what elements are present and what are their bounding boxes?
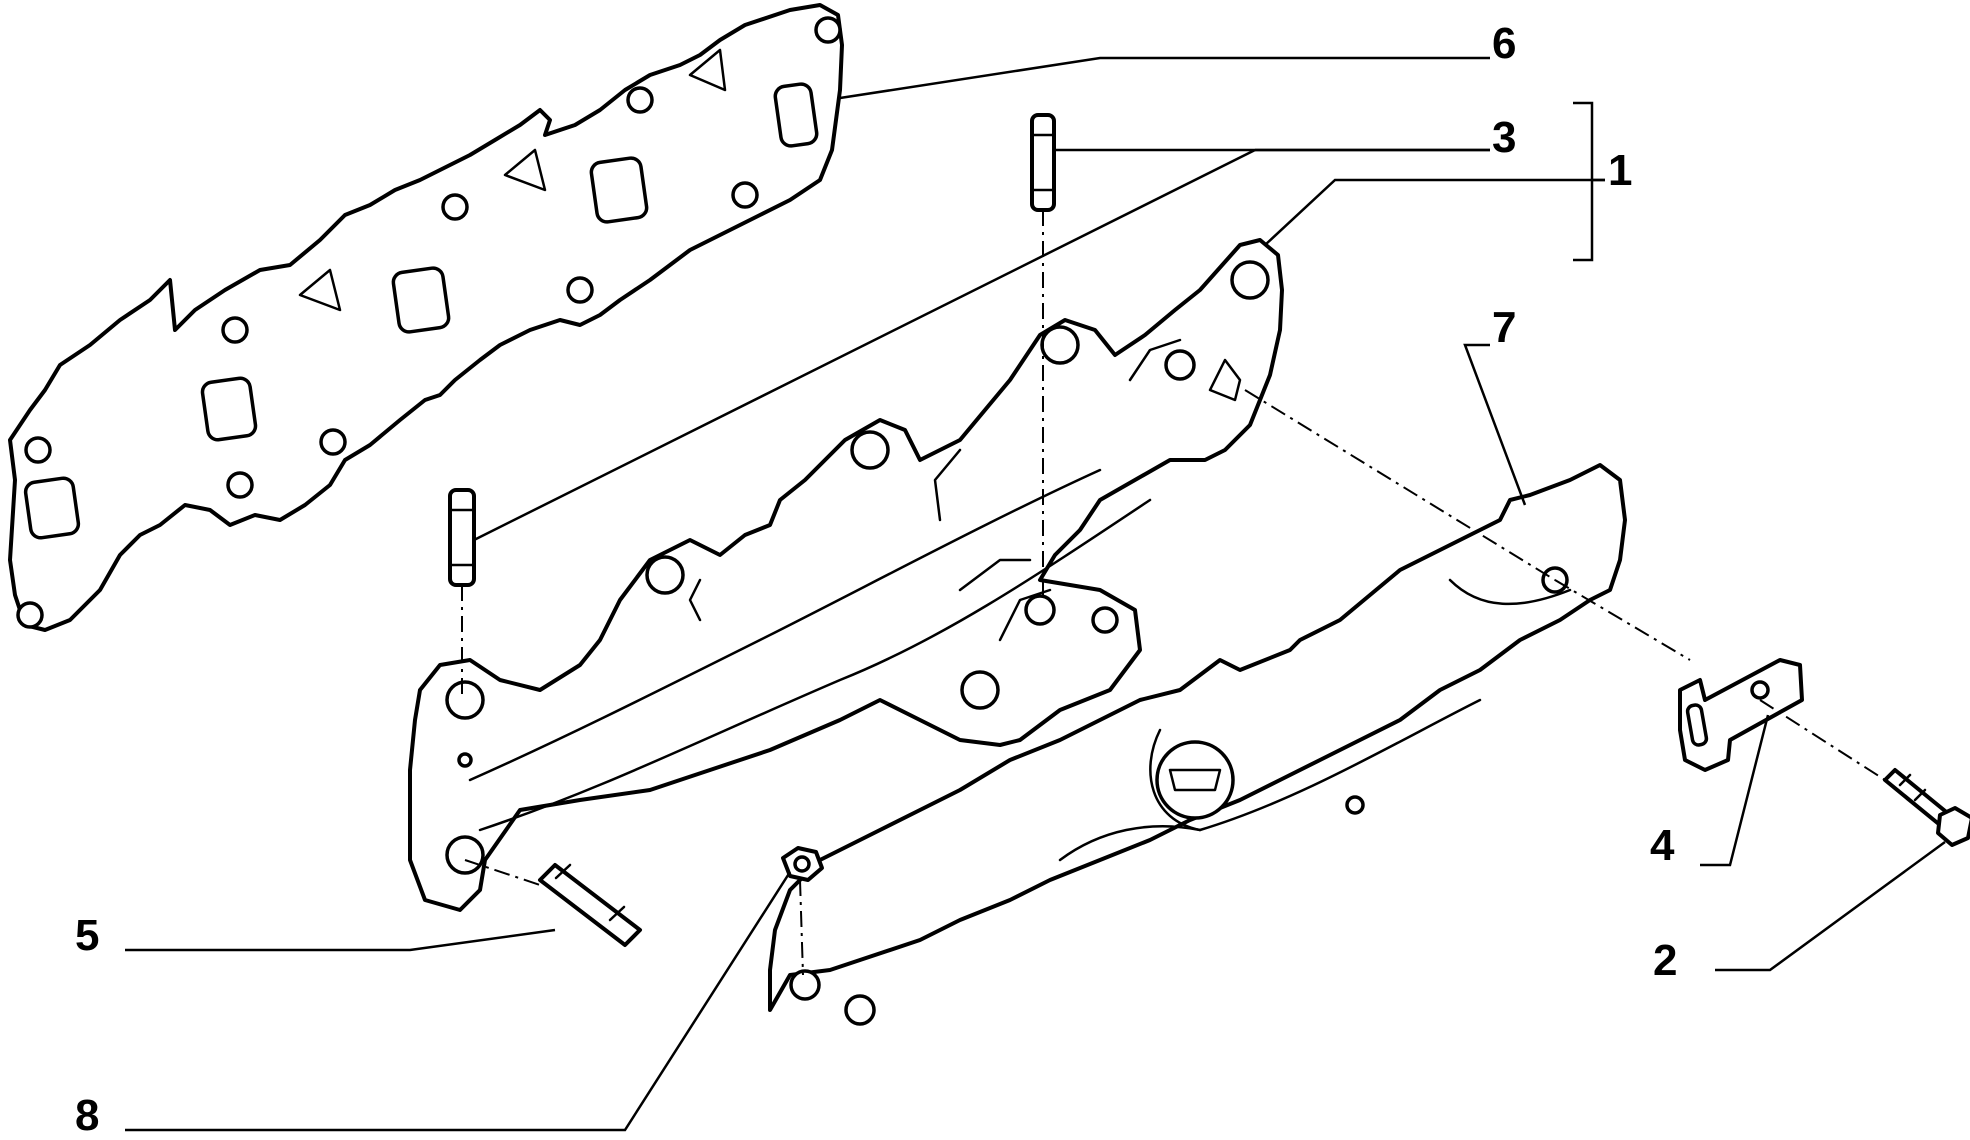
callout-7: 7 (1492, 303, 1516, 352)
heat-shield-icon (768, 463, 1627, 1026)
stud-lower-icon (538, 863, 642, 947)
bolt-icon (1883, 768, 1970, 847)
manifold-gasket-icon (8, 3, 844, 632)
leader-lines (125, 56, 1946, 1132)
callout-labels: 6 3 1 7 4 2 5 8 (75, 19, 1677, 1140)
callout-3: 3 (1492, 113, 1516, 162)
stud-left-icon (448, 488, 476, 587)
callout-6: 6 (1492, 19, 1516, 68)
callout-5: 5 (75, 911, 99, 960)
nut-icon (781, 846, 824, 882)
centerlines (461, 210, 1886, 976)
bracket-icon (1678, 658, 1804, 772)
stud-top-icon (1030, 113, 1056, 212)
callout-2: 2 (1653, 936, 1677, 985)
callout-4: 4 (1650, 821, 1675, 870)
callout-8: 8 (75, 1091, 99, 1140)
exhaust-manifold-icon (408, 238, 1284, 912)
callout-1: 1 (1608, 146, 1632, 195)
